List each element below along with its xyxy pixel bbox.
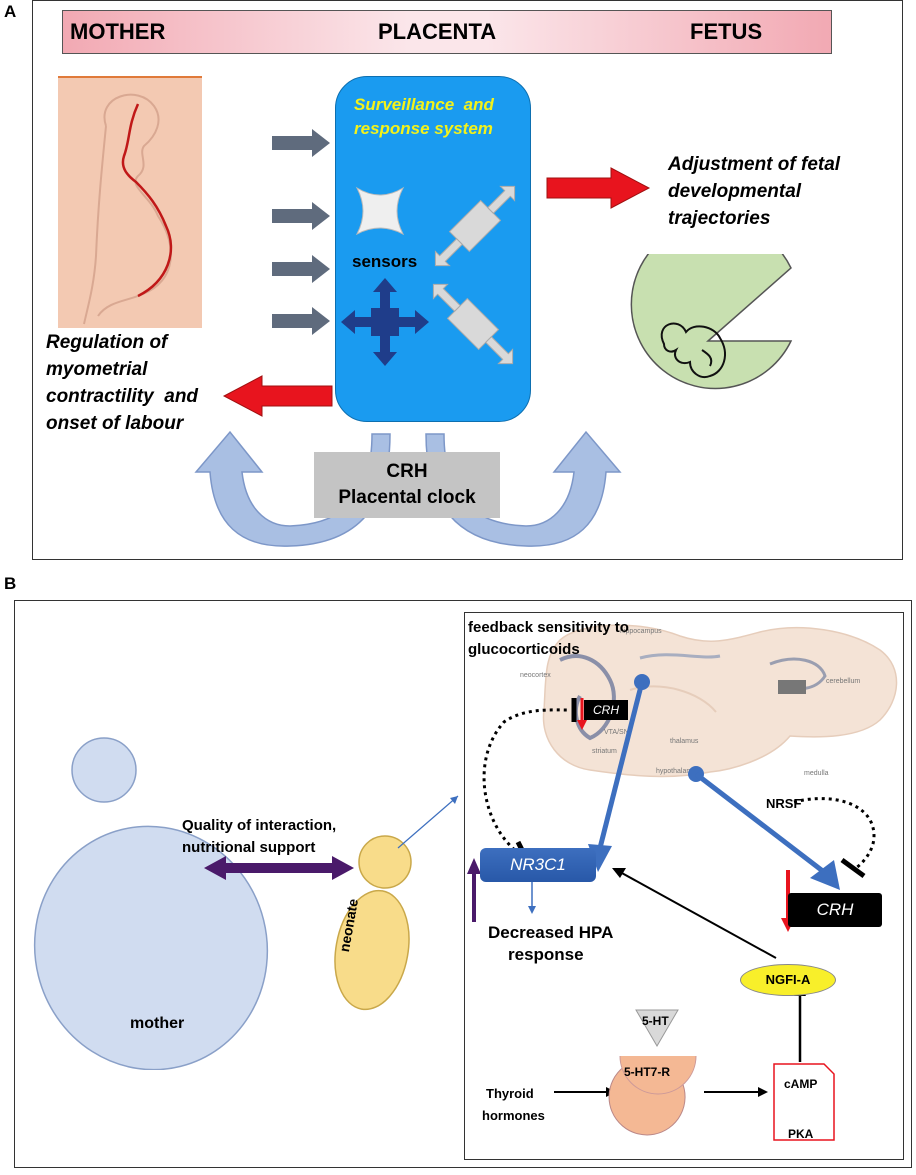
header-fetus: FETUS — [690, 19, 763, 44]
regulation-line2: myometrial — [46, 359, 148, 380]
5ht7r-label: 5-HT7-R — [624, 1065, 671, 1079]
thyroid-line1: Thyroid — [486, 1086, 534, 1101]
mother-label: mother — [130, 1015, 185, 1032]
fetal-adjustment-line1: Adjustment of fetal — [668, 154, 841, 175]
header-mother: MOTHER — [70, 19, 166, 44]
panel-a-label: A — [4, 2, 17, 21]
brain-sagittal-illustration — [542, 624, 898, 778]
label-striatum: striatum — [592, 748, 617, 755]
nr3c1-gene-box: NR3C1 — [480, 848, 596, 882]
sensor-shapes-icon — [341, 185, 516, 366]
pregnant-silhouette-icon — [83, 93, 173, 325]
red-arrow-to-mother — [222, 375, 333, 417]
mother-neonate-figure — [33, 737, 459, 1070]
quality-line1: Quality of interaction, — [182, 817, 337, 834]
regulation-line4: onset of labour — [46, 413, 184, 434]
regulation-line1: Regulation of — [46, 332, 168, 353]
mother-placenta-fetus-bar — [62, 10, 832, 54]
feedback-line2: glucocorticoids — [468, 641, 580, 658]
crh-label: CRH — [386, 461, 428, 482]
label-neocortex: neocortex — [520, 672, 551, 679]
panel-b — [14, 600, 912, 1168]
feedback-line1: feedback sensitivity to — [468, 619, 629, 636]
label-hippocampus: hippocampus — [620, 628, 662, 635]
label-thalamus: thalamus — [670, 738, 699, 745]
panel-b-label: B — [4, 574, 17, 593]
crh-placental-clock-box — [314, 452, 500, 518]
ngfi-a-ellipse: NGFI-A — [740, 964, 836, 996]
crh-small-label: CRH — [584, 700, 628, 720]
5ht-label: 5-HT — [642, 1014, 669, 1028]
label-cerebellum: cerebellum — [826, 678, 861, 685]
pka-label: PKA — [788, 1127, 814, 1141]
crh-gene-box: CRH — [788, 893, 882, 927]
surveillance-system-box — [335, 76, 531, 422]
red-arrow-to-fetus — [546, 167, 651, 209]
fetal-adjustment-line3: trajectories — [668, 208, 771, 229]
placental-clock-label: Placental clock — [338, 487, 476, 508]
sensors-label: sensors — [352, 252, 418, 271]
decreased-hpa-line2: response — [508, 945, 584, 964]
label-medulla: medulla — [804, 770, 829, 777]
pathway-connections — [467, 674, 876, 1141]
pregnant-mother-illustration — [58, 76, 202, 328]
panel-a — [32, 0, 903, 560]
quality-line2: nutritional support — [182, 839, 316, 856]
label-hypothalamus: hypothalamus — [656, 768, 700, 775]
fetus-icon — [630, 254, 793, 390]
label-vta: VTA/SN — [604, 729, 629, 736]
nrsf-label: NRSF — [766, 796, 802, 811]
input-arrows — [272, 129, 330, 335]
regulation-line3: contractility and — [46, 386, 199, 407]
thyroid-line2: hormones — [482, 1108, 545, 1123]
camp-label: cAMP — [784, 1077, 818, 1091]
fetal-adjustment-line2: developmental — [668, 181, 802, 202]
decreased-hpa-line1: Decreased HPA — [488, 923, 614, 942]
surveillance-label-line1: Surveillance and — [354, 95, 494, 114]
header-placenta: PLACENTA — [378, 19, 497, 44]
surveillance-label-line2: response system — [354, 119, 493, 138]
hpa-regulation-panel — [464, 612, 904, 1160]
